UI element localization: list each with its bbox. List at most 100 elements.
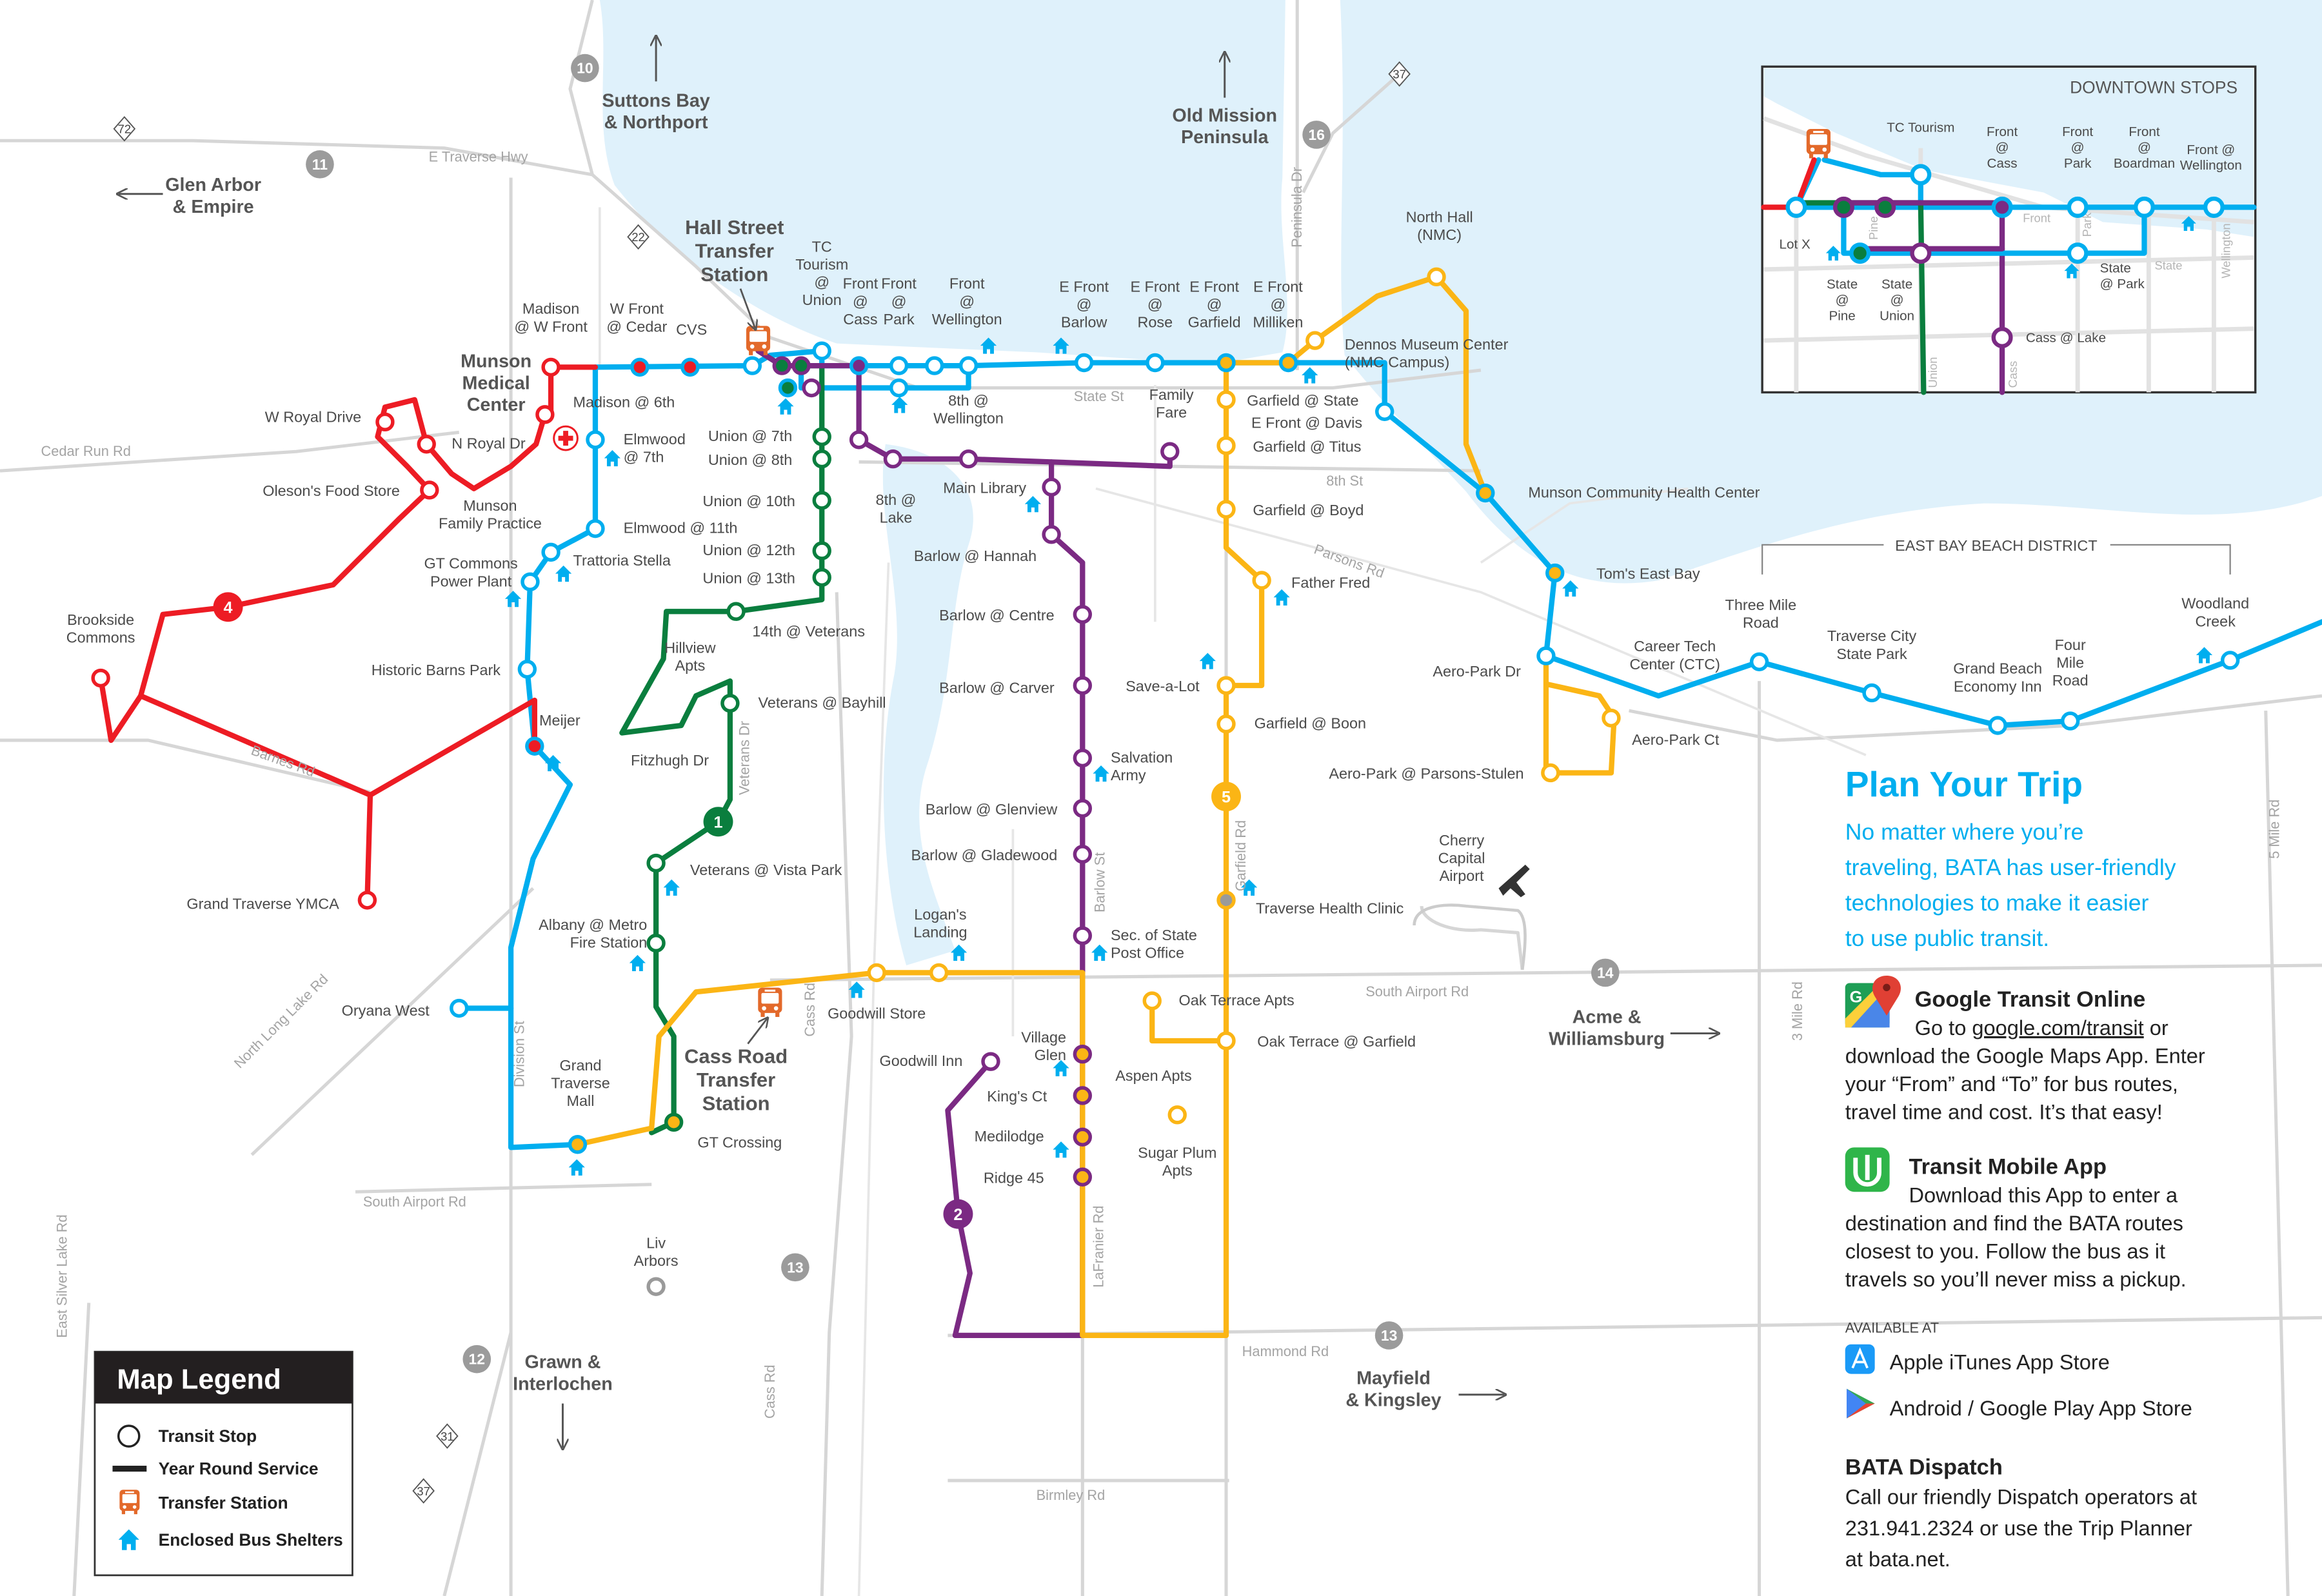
road-label: 8th St [1326,473,1363,489]
stop-label: Union @ 7th [708,428,792,444]
destination-arrows [119,37,1718,1448]
stop-label: Father Fred [1291,574,1370,591]
stop-label: Madison@ W Front [514,300,588,335]
transit-stop [1602,708,1621,728]
transit-stop [849,430,869,449]
transit-stop [646,1277,666,1296]
cass-road-transfer-station-icon [758,987,782,1018]
destination-acme: Acme &Williamsburg [1549,1007,1665,1049]
stop-label: Aero-Park Ct [1632,731,1720,748]
stop-label: Barlow @ Carver [939,679,1055,696]
transit-stop [883,449,903,469]
transit-stop [521,572,540,591]
inset-transit-stop [1991,326,2013,348]
transit-stop [867,963,886,983]
highway-shield [462,1345,491,1374]
inset-stop-label: State@ Park [2100,261,2145,291]
plan-intro-line: traveling, BATA has user-friendly [1845,854,2176,880]
transit-stop [1545,563,1565,583]
road-label: Division St [511,1021,528,1087]
google-transit-line: Go to google.com/transit or [1915,1016,2168,1039]
route-red-meijer [367,697,537,798]
route-red-brookside [97,675,144,744]
stop-label: Aspen Apts [1115,1067,1191,1084]
inset-transit-stop [1785,196,1807,218]
transit-stop [664,1112,684,1132]
transit-stop [1216,436,1236,455]
transit-stop [2220,651,2240,670]
bus-shelter-icon [1562,580,1579,597]
legend-item-year-round: Year Round Service [159,1459,319,1479]
transit-stop [1074,353,1094,373]
apple-app-store-link[interactable]: Apple iTunes App Store [1890,1350,2110,1374]
transit-stop [1216,390,1236,409]
road-label: Garfield Rd [1233,820,1249,891]
highway-number: 10 [577,60,593,77]
transit-stop [929,963,949,983]
stop-label: E Front@Garfield [1188,278,1241,330]
state-route-shield [412,1478,435,1504]
inset-transfer-icon [1806,128,1831,159]
bus-shelter-icon [1053,1141,1069,1158]
transit-stop [1216,500,1236,519]
destination-grawn: Grawn &Interlochen [513,1352,613,1394]
transit-stop [525,736,544,756]
stop-label: Union @ 13th [702,570,795,587]
route-green-line [619,348,825,1136]
transit-stop [1305,331,1325,350]
state-route-number: 31 [441,1430,453,1443]
svg-text:G: G [1850,988,1863,1006]
stop-label: Oak Terrace @ Garfield [1257,1033,1416,1050]
stop-label: Garfield @ Boon [1255,715,1366,732]
stop-label: W Royal Drive [265,408,362,425]
transit-stop [1216,891,1236,910]
stop-label: Historic Barns Park [372,662,501,678]
transit-stop [925,356,944,375]
state-route-shield [436,1423,459,1449]
transit-stop [646,853,666,873]
bus-shelter-icon [777,398,794,415]
transit-stop [91,668,110,688]
stop-label: Madison @ 6th [573,393,675,410]
destination-suttons-bay: Suttons Bay& Northport [602,90,710,133]
cass-road-pointer [747,1019,767,1045]
stop-label: Union @ 10th [702,493,795,509]
bus-shelter-icon [663,879,680,896]
transit-stop [812,449,831,469]
transit-stop [1073,845,1093,864]
inset-transit-stop [1832,196,1854,218]
route-number: 4 [224,599,233,617]
highway-number: 12 [469,1351,486,1368]
inset-title: DOWNTOWN STOPS [2070,78,2238,97]
stop-label: Goodwill Inn [880,1052,963,1069]
stop-label: Aero-Park @ Parsons-Stulen [1329,765,1523,782]
road-label: South Airport Rd [1365,983,1469,1000]
transit-stop [1988,716,2007,735]
transit-stop [958,449,978,469]
transit-stop [1073,1044,1093,1064]
transit-stop [586,430,605,449]
google-play-link[interactable]: Android / Google Play App Store [1890,1396,2192,1420]
bus-shelter-icon [1302,367,1318,384]
downtown-stops-inset: Front Pine Park State Wellington Union C… [1761,65,2257,395]
transit-stop [646,933,666,953]
legend-title: Map Legend [117,1364,281,1395]
map-legend: Map Legend Transit Stop Year Round Servi… [94,1350,353,1577]
inset-street-front: Front [2023,211,2050,224]
transit-stop [1073,676,1093,695]
road-label: Cass Rd [802,983,818,1037]
transit-stop [742,356,762,375]
google-transit-link[interactable]: google.com/transit [1972,1016,2143,1039]
plan-your-trip-panel: Plan Your Trip No matter where you’re tr… [1845,764,2205,1571]
transit-stop [1042,477,1061,497]
transit-stop [1862,683,1881,703]
highway-number: 13 [787,1259,804,1276]
